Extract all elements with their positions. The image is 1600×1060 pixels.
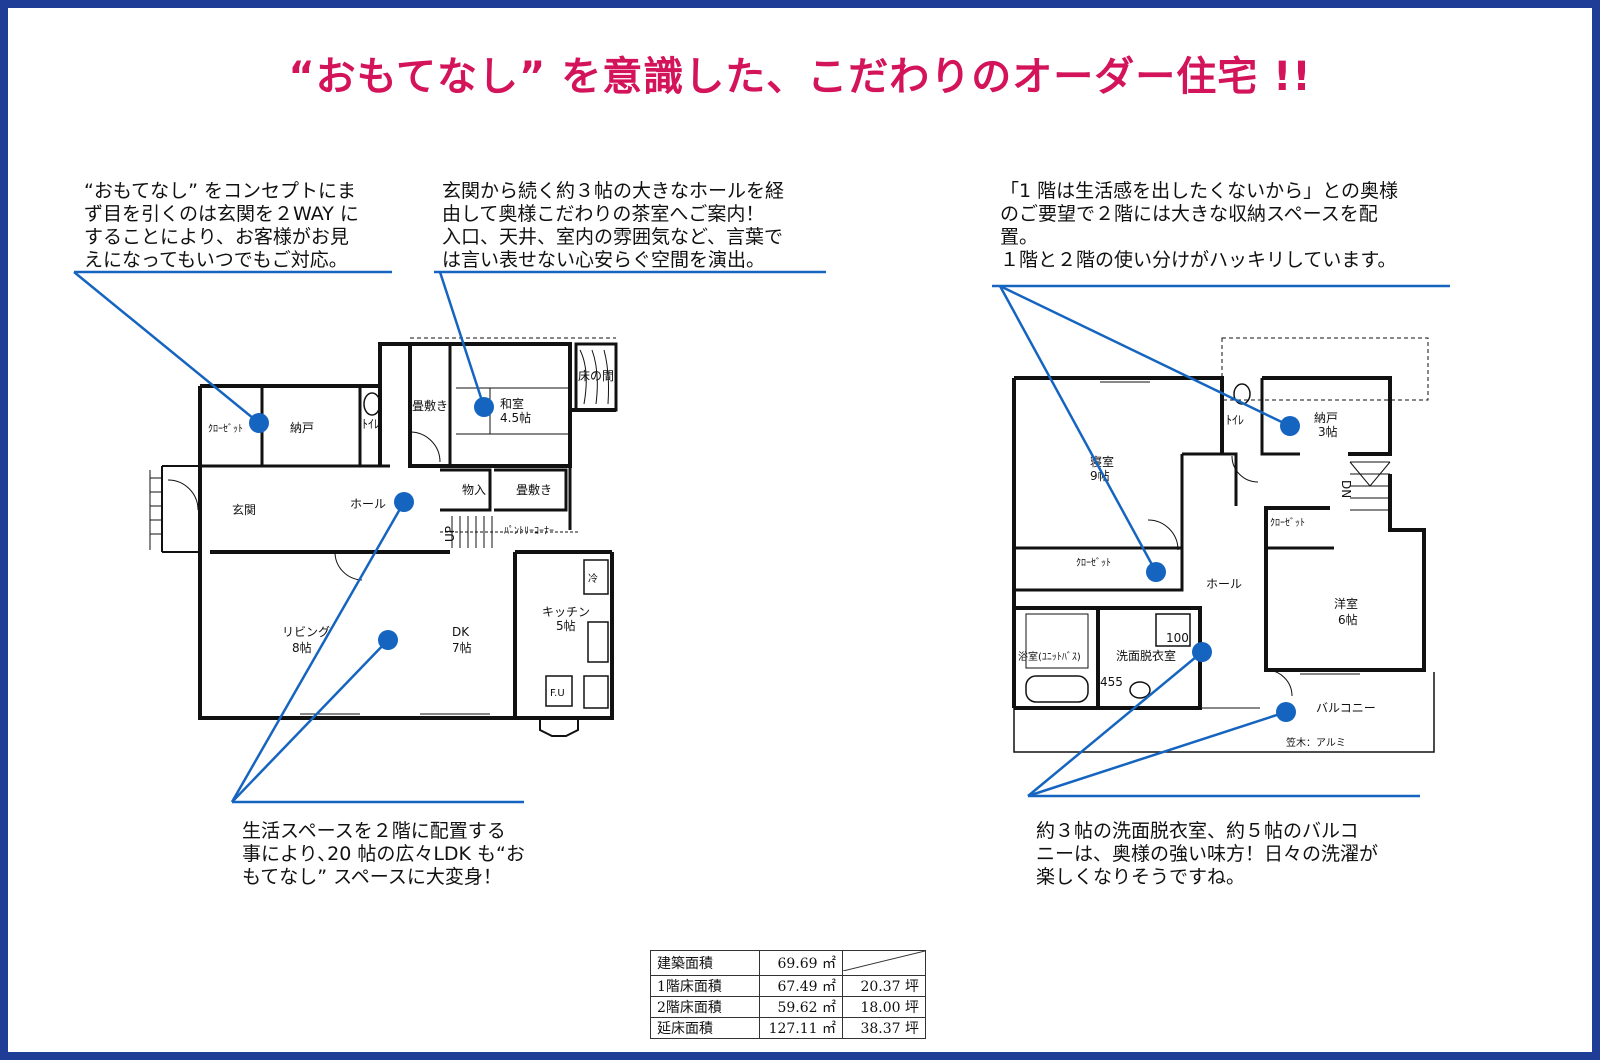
label-dn: DN <box>1339 480 1353 498</box>
label-dk-size: 7帖 <box>452 640 472 655</box>
area-label: 2階床面積 <box>650 996 760 1018</box>
note2-leader <box>438 271 486 408</box>
label-fridge: 冷 <box>588 572 598 585</box>
label-up: UP <box>443 526 457 542</box>
floor1-labels: ｸﾛｰｾﾞｯﾄ 納戸 ﾄｲﾚ 畳敷き 和室 4.5帖 床の間 玄関 ホール 物入… <box>208 369 614 699</box>
area-sqm: 127.11 ㎡ <box>759 1017 843 1039</box>
label-living: リビング <box>282 625 330 639</box>
note5-leader-a <box>1027 651 1203 797</box>
callout-dots <box>249 397 1300 722</box>
note-tea-room: 玄関から続く約３帖の大きなホールを経 由して奥様こだわりの茶室へご案内！ 入口、… <box>442 180 785 271</box>
label-tatami-left: 畳敷き <box>412 398 448 413</box>
label-genkan: 玄関 <box>232 502 256 517</box>
dot-senmen <box>1192 642 1212 662</box>
note-entrance: “おもてなし” をコンセプトにま ず目を引くのは玄関を２WAY に することによ… <box>84 180 359 271</box>
dot-balcony <box>1276 702 1296 722</box>
label-tatami-lower: 畳敷き <box>516 482 552 497</box>
label-closet: ｸﾛｰｾﾞｯﾄ <box>208 423 243 435</box>
dot-washitsu <box>474 397 494 417</box>
dot-ldk <box>378 630 398 650</box>
label-toilet2: ﾄｲﾚ <box>1226 413 1244 427</box>
floor2-plan <box>1012 337 1435 753</box>
label-senmen: 洗面脱衣室 <box>1116 648 1176 663</box>
note5-leader-b <box>1027 710 1287 798</box>
area-label: 延床面積 <box>650 1017 760 1039</box>
floor2-labels: 寝室 9帖 ﾄｲﾚ 納戸 3帖 DN ｸﾛｰｾﾞｯﾄ ｸﾛｰｾﾞｯﾄ ホール 洋… <box>1018 411 1376 749</box>
note4-leader-b <box>231 639 389 803</box>
label-washitsu-size: 4.5帖 <box>500 410 531 425</box>
note3-leader-a <box>998 285 1158 573</box>
dot-nando <box>1280 416 1300 436</box>
note4-leader-a <box>230 501 406 803</box>
dot-closet2 <box>1146 562 1166 582</box>
label-kitchen-size: 5帖 <box>556 618 576 633</box>
note1-leader <box>73 271 260 424</box>
label-hall2: ホール <box>1206 577 1242 591</box>
callouts <box>73 270 1450 804</box>
label-closet-left: ｸﾛｰｾﾞｯﾄ <box>1076 557 1111 569</box>
dot-closet <box>249 413 269 433</box>
note3-leader-b <box>999 284 1291 428</box>
label-shinshitsu: 寝室 <box>1090 454 1114 469</box>
diagonal-cell <box>842 950 926 972</box>
label-living-size: 8帖 <box>292 640 312 655</box>
page-title: “おもてなし” を意識した、こだわりのオーダー住宅 !! <box>288 54 1312 100</box>
label-balcony: バルコニー <box>1316 701 1376 715</box>
note-ldk: 生活スペースを２階に配置する 事により､20 帖の広々LDK も“お もてなし”… <box>242 820 525 888</box>
label-nando2: 納戸 <box>1314 411 1338 425</box>
label-youshitsu: 洋室 <box>1334 596 1358 611</box>
label-kasagi: 笠木：アルミ <box>1286 736 1346 749</box>
label-closet-right: ｸﾛｰｾﾞｯﾄ <box>1270 517 1305 529</box>
label-dk: DK <box>452 625 470 639</box>
label-nando: 納戸 <box>290 421 314 435</box>
label-toilet: ﾄｲﾚ <box>362 417 380 431</box>
dot-hall <box>394 492 414 512</box>
area-tsubo: 38.37 坪 <box>842 1017 926 1039</box>
note-storage: 「1 階は生活感を出したくないから」との奥様 のご要望で２階には大きな収納スペー… <box>1000 180 1398 271</box>
label-youshitsu-size: 6帖 <box>1338 612 1358 627</box>
label-nando2-size: 3帖 <box>1318 424 1338 439</box>
label-pantry: ﾊﾟﾝﾄﾘｰｺｰﾅｰ <box>504 525 554 537</box>
area-sqm: 69.69 ㎡ <box>759 950 843 976</box>
area-tsubo: 20.37 坪 <box>842 975 926 997</box>
table-row: 延床面積 127.11 ㎡ 38.37 坪 <box>650 1017 926 1039</box>
label-455: 455 <box>1100 675 1123 689</box>
label-tokonoma: 床の間 <box>578 369 614 383</box>
label-100: 100 <box>1166 631 1189 645</box>
area-label: 建築面積 <box>650 950 760 976</box>
label-fu: F.U <box>550 688 565 699</box>
label-yokushitsu: 浴室(ﾕﾆｯﾄﾊﾞｽ) <box>1018 650 1081 663</box>
label-hall: ホール <box>350 497 386 511</box>
area-table: 建築面積 69.69 ㎡ 1階床面積 67.49 ㎡ 20.37 坪 2階床面積… <box>650 950 926 1039</box>
floor1-plan <box>149 337 618 737</box>
label-washitsu: 和室 <box>500 396 524 411</box>
label-monoire: 物入 <box>462 483 486 497</box>
label-kitchen: キッチン <box>542 605 590 619</box>
note-laundry: 約３帖の洗面脱衣室、約５帖のバルコ ニーは、奥様の強い味方！日々の洗濯が 楽しく… <box>1036 820 1379 888</box>
